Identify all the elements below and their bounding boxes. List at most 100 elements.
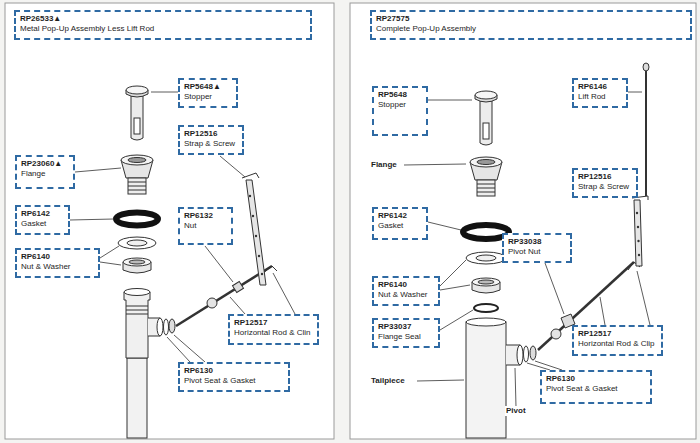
part-callout-box: RP6146Lift Rod <box>572 78 628 108</box>
strap-hole <box>249 195 251 197</box>
part-name: Stopper <box>184 92 212 102</box>
flange-thread <box>477 180 495 196</box>
part-name: Gasket <box>378 221 403 231</box>
leader-line <box>70 219 114 220</box>
leader-line <box>100 262 121 265</box>
flange-seal-ring <box>474 304 498 312</box>
strap-hole <box>261 273 263 275</box>
part-name: Horizontal Rod & Clin <box>234 328 310 338</box>
leader-line <box>230 297 245 314</box>
part-name: Pivot Seat & Gasket <box>546 384 618 394</box>
strap-hole <box>255 235 257 237</box>
nut-top <box>472 278 500 286</box>
stopper-slot <box>134 118 140 134</box>
leader-line <box>417 380 464 381</box>
stopper-stem <box>131 96 143 140</box>
leader-line <box>220 156 245 177</box>
part-name: Pivot Seat & Gasket <box>184 376 256 386</box>
leader-line <box>527 363 550 370</box>
part-number: RP6132 <box>184 211 213 221</box>
stopper-cap-top <box>126 86 148 94</box>
part-number: RP5648 <box>378 90 407 100</box>
part-callout-box: RP33037Flange Seal <box>372 318 440 348</box>
assembly-header-box: RP27575Complete Pop-Up Assembly <box>370 10 692 40</box>
assembly-name: Complete Pop-Up Assembly <box>376 24 476 34</box>
part-callout-box: RP6140Nut & Washer <box>15 248 100 278</box>
leader-line <box>440 285 470 290</box>
tailpiece-top <box>466 318 506 326</box>
strap-hole <box>258 255 260 257</box>
nut-hole <box>478 280 494 284</box>
leader-line <box>404 164 466 165</box>
lift-rod <box>645 70 647 196</box>
part-number: RP6130 <box>184 366 213 376</box>
body-casting <box>124 292 150 358</box>
part-callout-box: RP6142Gasket <box>372 207 428 240</box>
leader-line <box>174 335 205 362</box>
leader-line <box>167 337 190 362</box>
washer <box>118 237 156 249</box>
rod-nut <box>232 281 243 292</box>
stopper-stem <box>480 101 492 145</box>
leader-line <box>600 297 605 325</box>
part-name: Strap & Screw <box>184 139 235 149</box>
assembly-name: Metal Pop-Up Assembly Less Lift Rod <box>20 24 154 34</box>
part-callout-box: RP6130Pivot Seat & Gasket <box>178 362 290 392</box>
leader-line <box>637 271 650 325</box>
strap-hole <box>637 240 639 242</box>
part-label: Flange <box>370 160 398 170</box>
part-number: RP12517 <box>234 318 267 328</box>
part-callout-box: RP12517Horizontal Rod & Clip <box>572 325 663 356</box>
part-callout-box: RP12516Strap & Screw <box>178 125 244 155</box>
washer-hole <box>476 255 496 261</box>
part-number: RP12516 <box>578 172 611 182</box>
pivot-gasket <box>524 346 529 362</box>
part-callout-box: RP5648Stopper <box>372 86 428 136</box>
part-name: Horizontal Rod & Clip <box>578 339 654 349</box>
strap-screw <box>242 173 259 178</box>
leader-line <box>515 368 516 407</box>
part-number: RP6130 <box>546 374 575 384</box>
part-callout-box: RP33038Pivot Nut <box>502 233 572 263</box>
pivot-ball <box>551 329 561 339</box>
pivot-seat <box>169 319 175 333</box>
left-panel <box>5 3 334 439</box>
leader-line <box>428 222 461 230</box>
part-number: RP33037 <box>378 322 411 332</box>
part-number: RP23060▲ <box>21 159 62 169</box>
leader-line <box>428 100 472 101</box>
part-callout-box: RP6132Nut <box>178 207 233 245</box>
part-number: RP6140 <box>378 280 407 290</box>
stopper-cap-top <box>475 91 497 99</box>
flange-opening <box>128 158 146 163</box>
part-number: RP33038 <box>508 237 541 247</box>
part-name: Gasket <box>21 219 46 229</box>
part-callout-box: RP23060▲Flange <box>15 155 75 189</box>
part-name: Flange <box>21 169 45 179</box>
strap <box>634 200 642 266</box>
part-callout-box: RP5648▲Stopper <box>178 78 238 108</box>
flange-opening <box>477 160 495 165</box>
part-callout-box: RP12516Strap & Screw <box>572 168 638 198</box>
leader-line <box>535 361 562 370</box>
part-name: Flange Seal <box>378 332 421 342</box>
pivot-port-end <box>157 318 163 336</box>
gasket-ring <box>116 213 158 226</box>
lift-rod-knob <box>643 63 649 71</box>
flange <box>470 157 502 196</box>
part-number: RP5648▲ <box>184 82 221 92</box>
assembly-header-box: RP26533▲Metal Pop-Up Assembly Less Lift … <box>14 10 312 40</box>
leader-line <box>75 168 121 172</box>
leader-line <box>545 263 564 314</box>
part-name: Nut & Washer <box>378 290 428 300</box>
part-name: Lift Rod <box>578 92 606 102</box>
part-callout-box: RP6130Pivot Seat & Gasket <box>540 370 652 404</box>
part-number: RP12516 <box>184 129 217 139</box>
part-name: Pivot Nut <box>508 247 540 257</box>
pivot-seat <box>530 346 536 360</box>
leader-line <box>440 310 473 330</box>
pivot-ball <box>207 298 217 308</box>
strap-hole <box>252 215 254 217</box>
part-name: Stopper <box>378 100 406 110</box>
